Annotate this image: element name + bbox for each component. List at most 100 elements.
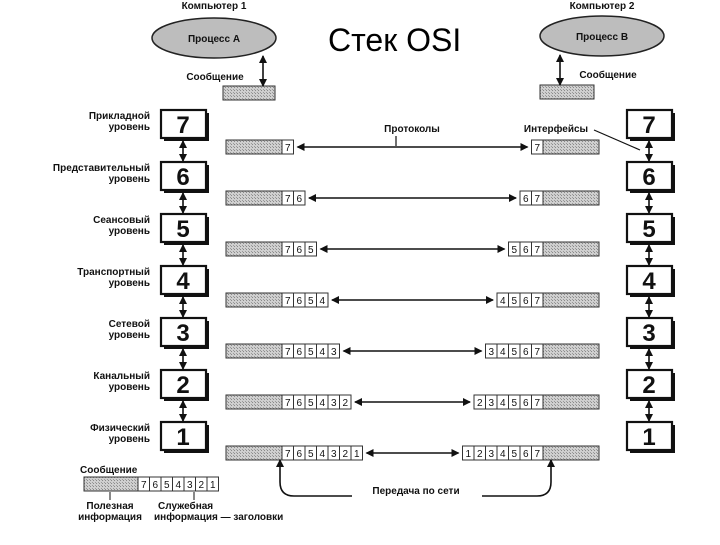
left-packet-header-7: 7 [285, 347, 291, 358]
right-packet-header-6: 6 [523, 245, 529, 256]
network-label: Передача по сети [372, 486, 459, 497]
protocols-label: Протоколы [384, 124, 440, 135]
legend-service-line2: информация — заголовки [154, 511, 283, 523]
right-packet-header-3: 3 [488, 449, 494, 460]
left-packet-header-1: 1 [354, 449, 360, 460]
right-packet-header-7: 7 [534, 296, 540, 307]
left-packet-header-2: 2 [342, 449, 348, 460]
right-packet-header-4: 4 [500, 398, 506, 409]
left-layer-number-2: 2 [176, 372, 189, 399]
process-a-ellipse [151, 17, 277, 59]
left-layer-box-7 [159, 108, 208, 140]
right-packet-header-7: 7 [534, 347, 540, 358]
left-packet-header-6: 6 [296, 449, 302, 460]
layer-level-7: уровень [109, 122, 150, 133]
left-packet-header-7: 7 [285, 449, 291, 460]
right-packet-header-4: 4 [500, 347, 506, 358]
right-packet-header-6: 6 [523, 296, 529, 307]
layer-name-5: Сеансовый [93, 215, 150, 226]
computer2-label: Компьютер 2 [570, 1, 635, 12]
left-packet-header-5: 5 [308, 398, 314, 409]
left-layer-box-5 [159, 212, 208, 244]
computer1-message-label: Сообщение [186, 71, 244, 83]
legend-header-5: 5 [164, 480, 170, 491]
right-packet-header-6: 6 [523, 194, 529, 205]
computer1-label: Компьютер 1 [182, 1, 247, 12]
right-packet-header-7: 7 [534, 449, 540, 460]
left-packet-header-3: 3 [331, 398, 337, 409]
legend-header-2: 2 [198, 480, 204, 491]
layer-level-3: уровень [109, 330, 150, 341]
interfaces-label: Интерфейсы [524, 123, 588, 135]
left-packet-payload [225, 394, 283, 410]
left-layer-number-3: 3 [176, 320, 189, 347]
right-layer-box-4 [625, 264, 674, 296]
right-packet-payload [542, 343, 600, 359]
right-packet-header-7: 7 [534, 245, 540, 256]
right-packet-header-5: 5 [511, 398, 517, 409]
left-packet-header-5: 5 [308, 245, 314, 256]
right-packet-header-5: 5 [511, 347, 517, 358]
right-packet-header-6: 6 [523, 398, 529, 409]
right-packet-header-2: 2 [477, 449, 483, 460]
left-layer-box-3 [159, 316, 208, 348]
right-packet-header-3: 3 [488, 398, 494, 409]
right-packet-header-5: 5 [511, 449, 517, 460]
left-packet-header-6: 6 [296, 245, 302, 256]
layer-name-2: Канальный [93, 371, 150, 382]
left-layer-number-1: 1 [176, 424, 189, 451]
left-packet-header-5: 5 [308, 296, 314, 307]
right-layer-box-5 [625, 212, 674, 244]
slide-title: Стек OSI [328, 22, 462, 58]
computer2-message-bar [539, 84, 595, 100]
right-packet-header-6: 6 [523, 449, 529, 460]
left-packet-header-4: 4 [319, 347, 325, 358]
legend-header-1: 1 [210, 480, 216, 491]
left-packet-header-3: 3 [331, 449, 337, 460]
layer-level-6: уровень [109, 174, 150, 185]
right-packet-payload [542, 139, 600, 155]
legend-payload-bar [83, 476, 139, 492]
right-packet-header-4: 4 [500, 449, 506, 460]
right-layer-number-3: 3 [642, 320, 655, 347]
right-packet-payload [542, 292, 600, 308]
left-packet-header-5: 5 [308, 347, 314, 358]
right-layer-number-6: 6 [642, 164, 655, 191]
legend-message-label: Сообщение [80, 464, 138, 476]
legend-payload-line1: Полезная [86, 501, 133, 512]
left-packet-header-4: 4 [319, 449, 325, 460]
right-packet-header-2: 2 [477, 398, 483, 409]
left-layer-box-1 [159, 420, 208, 452]
left-packet-payload [225, 190, 283, 206]
layer-name-6: Представительный [53, 163, 150, 174]
left-layer-box-2 [159, 368, 208, 400]
left-layer-box-4 [159, 264, 208, 296]
left-packet-header-2: 2 [342, 398, 348, 409]
layer-name-1: Физический [90, 423, 150, 434]
left-packet-header-7: 7 [285, 194, 291, 205]
process-b-label: Процесс В [576, 32, 628, 43]
left-packet-header-6: 6 [296, 296, 302, 307]
left-packet-header-5: 5 [308, 449, 314, 460]
legend-payload-line2: информация [78, 511, 142, 523]
process-b-ellipse [539, 15, 665, 57]
right-layer-number-1: 1 [642, 424, 655, 451]
right-layer-number-2: 2 [642, 372, 655, 399]
layer-name-4: Транспортный [77, 267, 150, 278]
right-packet-header-7: 7 [534, 398, 540, 409]
computer2-message-label: Сообщение [579, 69, 637, 81]
interfaces-pointer [593, 129, 641, 151]
layer-level-1: уровень [109, 434, 150, 445]
left-packet-header-4: 4 [319, 296, 325, 307]
legend-header-6: 6 [152, 480, 158, 491]
left-packet-header-6: 6 [296, 347, 302, 358]
legend-service-line1: Служебная [158, 500, 213, 512]
right-layer-box-1 [625, 420, 674, 452]
right-layer-box-3 [625, 316, 674, 348]
left-layer-number-7: 7 [176, 112, 189, 139]
